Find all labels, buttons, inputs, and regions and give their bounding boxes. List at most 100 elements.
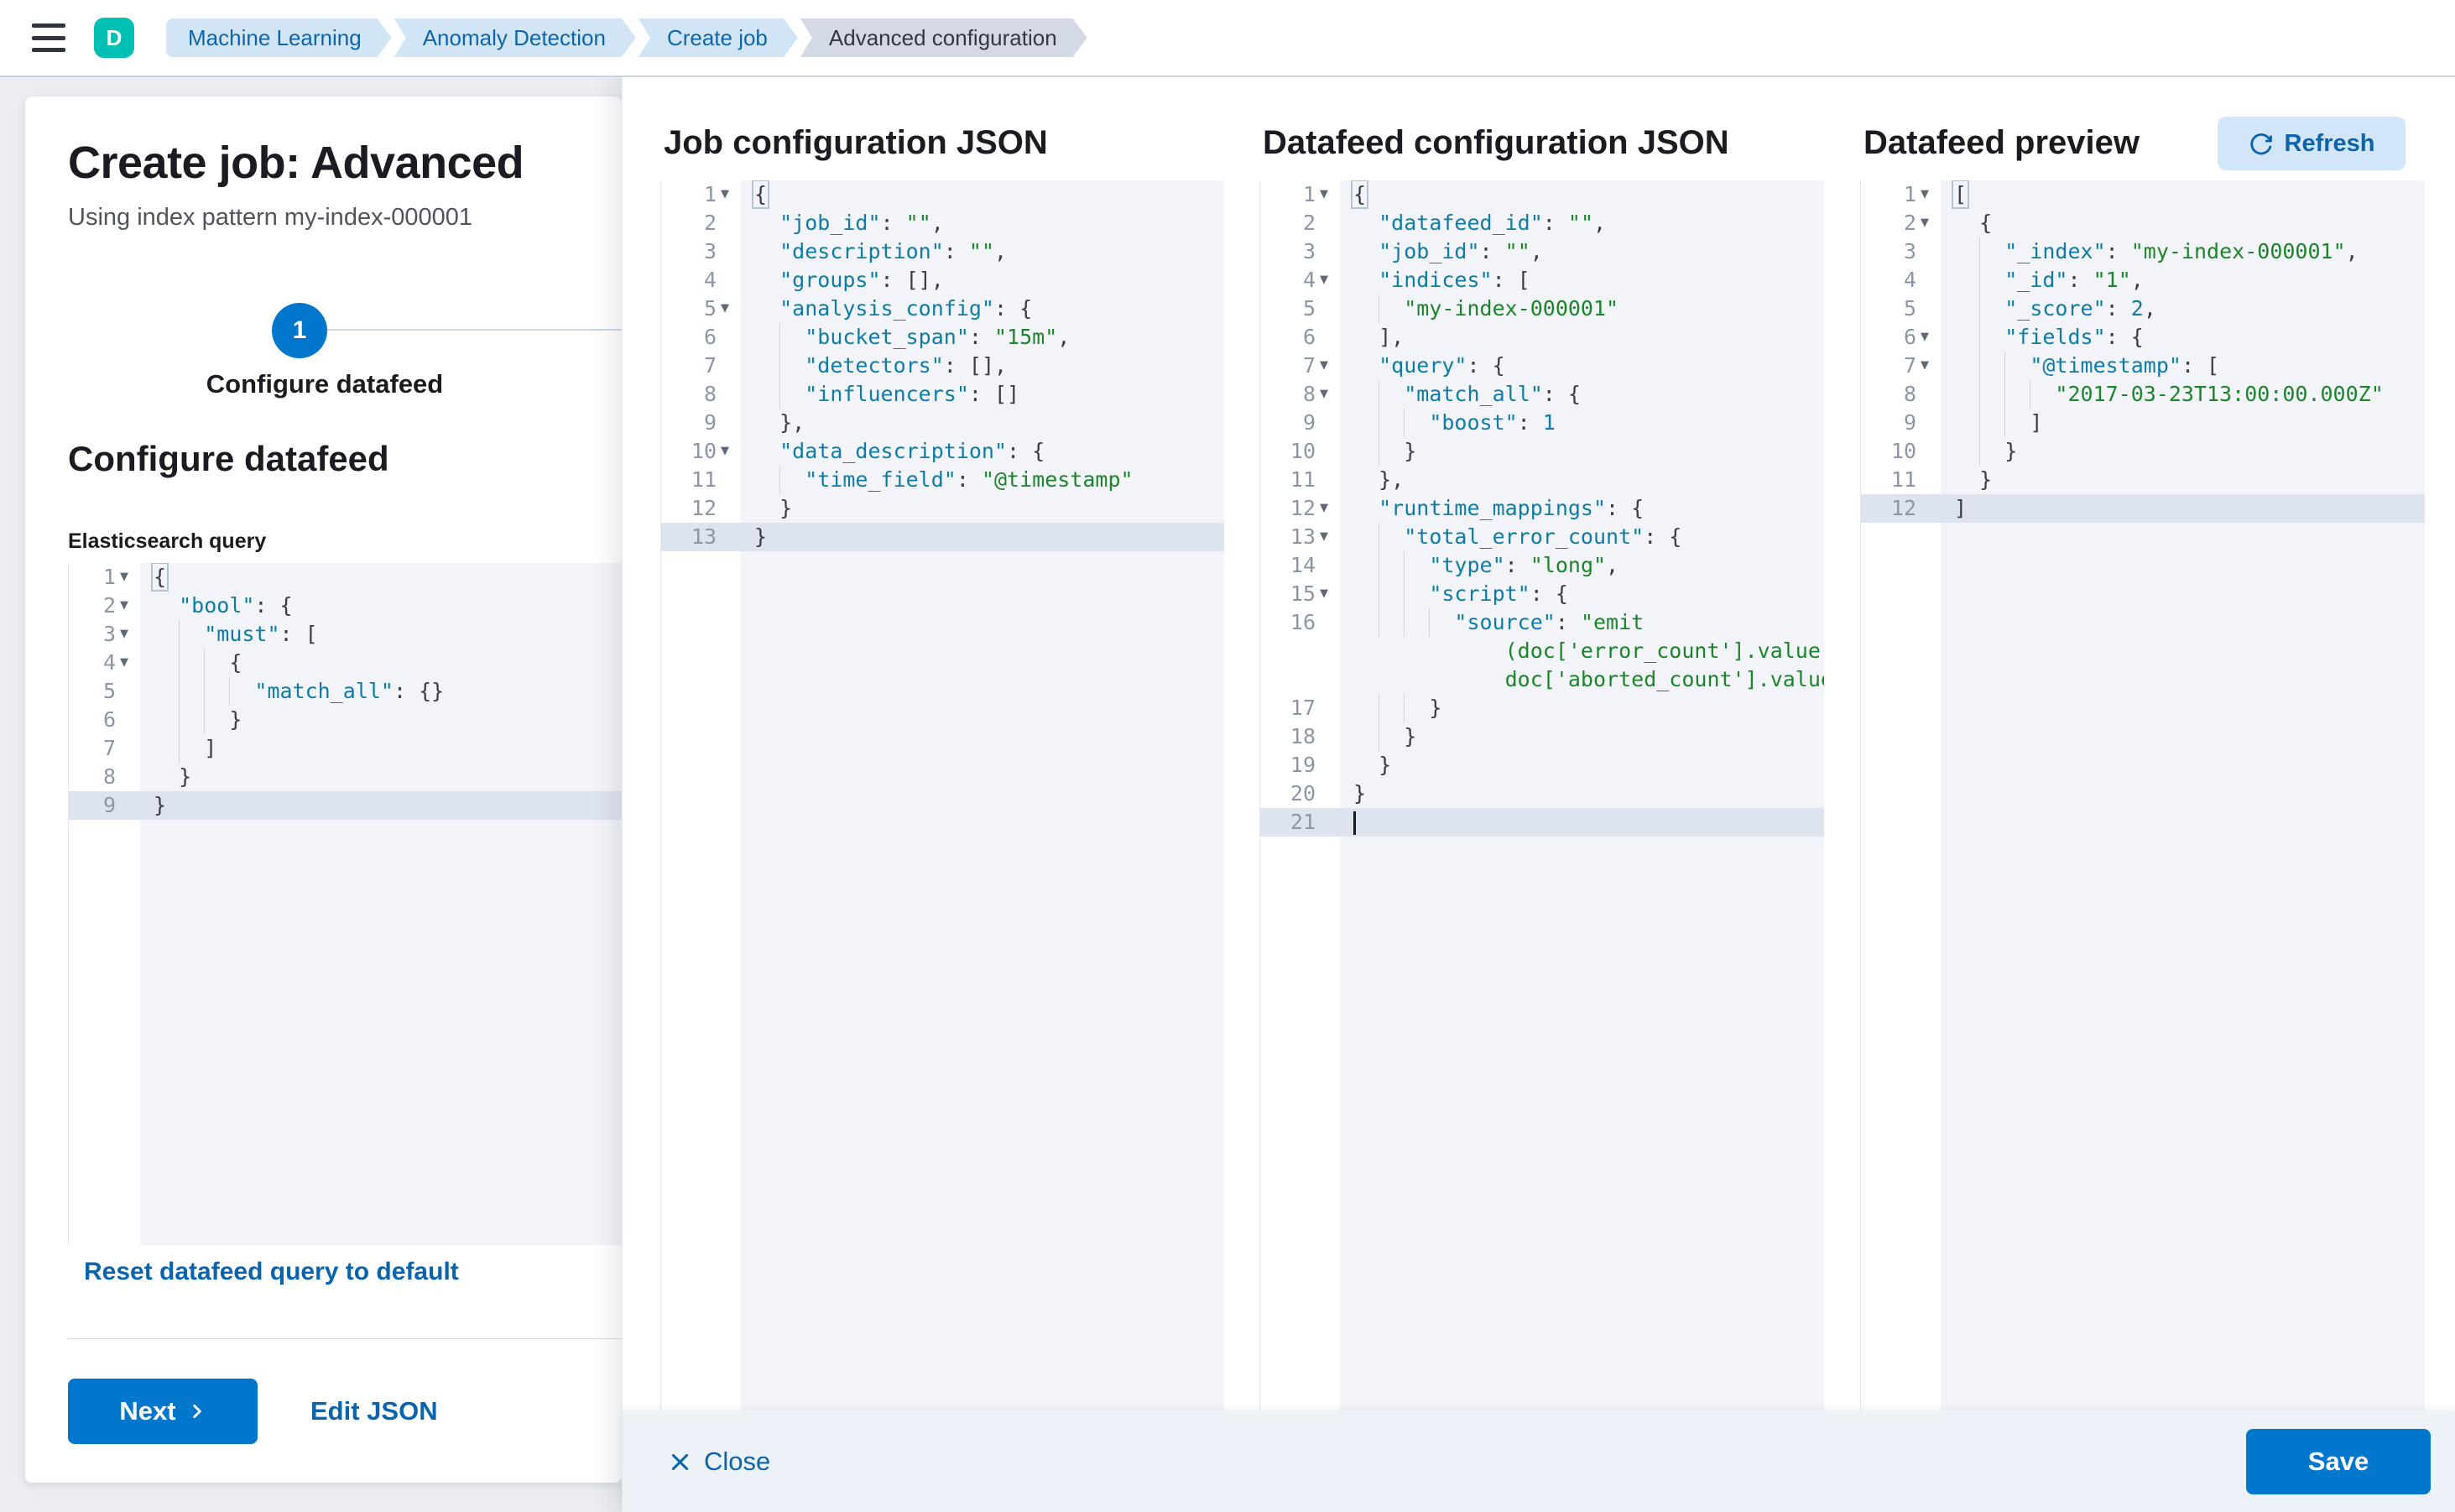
job-config-heading: Job configuration JSON bbox=[664, 124, 1048, 161]
fold-arrow-icon[interactable]: ▼ bbox=[120, 628, 128, 640]
refresh-icon bbox=[2249, 131, 2274, 156]
code-line: 14 "type": "long", bbox=[1260, 551, 1824, 580]
code-line: 2 "datafeed_id": "", bbox=[1302, 211, 1607, 235]
code-line: 16 "source": "emit bbox=[1260, 608, 1824, 637]
code-line: 3 "description": "", bbox=[703, 239, 1008, 263]
code-line: 6 "bucket_span": "15m", bbox=[661, 323, 1224, 352]
chevron-right-icon bbox=[188, 1402, 206, 1421]
code-line: 2▼ { bbox=[1861, 209, 2425, 237]
step-progress-line bbox=[327, 329, 622, 331]
fold-arrow-icon[interactable]: ▼ bbox=[1320, 502, 1328, 514]
code-line: doc['aborted_count'].value)" bbox=[1504, 667, 1824, 691]
fold-arrow-icon[interactable]: ▼ bbox=[721, 188, 729, 201]
code-line: 6▼ "fields": { bbox=[1861, 323, 2425, 352]
code-line: 5 "_score": 2, bbox=[1861, 295, 2425, 323]
code-line: 15▼ "script": { bbox=[1260, 580, 1824, 608]
fold-arrow-icon[interactable]: ▼ bbox=[1921, 359, 1929, 372]
code-line: 5 "match_all": {} bbox=[69, 677, 623, 706]
edit-json-flyout: Job configuration JSON Datafeed configur… bbox=[622, 77, 2455, 1512]
divider bbox=[68, 1338, 622, 1339]
code-line: 20} bbox=[1290, 781, 1367, 806]
page-subtitle: Using index pattern my-index-000001 bbox=[68, 204, 472, 231]
wizard-panel: Create job: Advanced Using index pattern… bbox=[25, 96, 623, 1483]
code-line: 10 } bbox=[1260, 437, 1824, 466]
fold-arrow-icon[interactable]: ▼ bbox=[1921, 216, 1929, 229]
fold-arrow-icon[interactable]: ▼ bbox=[120, 571, 128, 583]
code-line: 9 ] bbox=[1861, 409, 2425, 437]
avatar[interactable]: D bbox=[94, 18, 134, 58]
datafeed-preview-editor[interactable]: 1▼[2▼ {3 "_index": "my-index-000001",4 "… bbox=[1860, 180, 2425, 1410]
code-line: 7 ] bbox=[69, 734, 623, 763]
flyout-footer: Close Save bbox=[623, 1411, 2455, 1512]
close-button[interactable]: Close bbox=[664, 1411, 775, 1512]
code-line: 8 "influencers": [] bbox=[661, 380, 1224, 409]
breadcrumb-item-machine-learning[interactable]: Machine Learning bbox=[166, 18, 392, 57]
code-line: 10 } bbox=[1861, 437, 2425, 466]
breadcrumb-item-create-job[interactable]: Create job bbox=[639, 18, 798, 57]
fold-arrow-icon[interactable]: ▼ bbox=[1320, 587, 1328, 600]
step-1-indicator[interactable]: 1 bbox=[272, 303, 327, 358]
fold-arrow-icon[interactable]: ▼ bbox=[1320, 188, 1328, 201]
code-line: 11 }, bbox=[1290, 467, 1405, 492]
page-title: Create job: Advanced bbox=[68, 138, 524, 188]
code-line: 1▼{ bbox=[69, 563, 623, 592]
code-line: 4▼ { bbox=[69, 649, 623, 677]
code-line: 9} bbox=[69, 791, 623, 820]
next-button[interactable]: Next bbox=[68, 1379, 258, 1444]
save-button[interactable]: Save bbox=[2246, 1429, 2431, 1494]
fold-arrow-icon[interactable]: ▼ bbox=[1320, 359, 1328, 372]
code-line: 12▼ "runtime_mappings": { bbox=[1260, 494, 1824, 523]
es-query-editor[interactable]: 1▼{2▼ "bool": {3▼ "must": [4▼ {5 "match_… bbox=[68, 563, 623, 1245]
fold-arrow-icon[interactable]: ▼ bbox=[1320, 530, 1328, 543]
code-line: 8 "2017-03-23T13:00:00.000Z" bbox=[1861, 380, 2425, 409]
code-line: 13} bbox=[661, 523, 1224, 551]
code-line: (doc['error_count'].value + bbox=[1504, 639, 1824, 663]
code-line: 3▼ "must": [ bbox=[69, 620, 623, 649]
breadcrumb-item-anomaly-detection[interactable]: Anomaly Detection bbox=[394, 18, 636, 57]
code-line: 9 }, bbox=[703, 410, 805, 435]
code-line: 6 } bbox=[69, 706, 623, 734]
breadcrumb-item-advanced-configuration: Advanced configuration bbox=[800, 18, 1087, 57]
section-heading: Configure datafeed bbox=[68, 439, 389, 478]
close-icon bbox=[669, 1451, 691, 1473]
code-line: 18 } bbox=[1260, 722, 1824, 751]
code-line: 2 "job_id": "", bbox=[703, 211, 944, 235]
code-line: 7 "detectors": [], bbox=[661, 352, 1224, 380]
code-line: 3 "_index": "my-index-000001", bbox=[1861, 237, 2425, 266]
code-line: 17 } bbox=[1260, 694, 1824, 722]
fold-arrow-icon[interactable]: ▼ bbox=[721, 302, 729, 315]
edit-json-link[interactable]: Edit JSON bbox=[310, 1396, 438, 1426]
menu-icon[interactable] bbox=[32, 23, 65, 52]
elasticsearch-query-label: Elasticsearch query bbox=[68, 529, 267, 553]
code-line: 7▼ "@timestamp": [ bbox=[1861, 352, 2425, 380]
code-line: 9 "boost": 1 bbox=[1260, 409, 1824, 437]
refresh-button[interactable]: Refresh bbox=[2218, 117, 2405, 170]
code-line: 12 } bbox=[691, 496, 793, 520]
code-line: 4▼ "indices": [ bbox=[1260, 266, 1824, 295]
code-line: 6 ], bbox=[1302, 325, 1405, 349]
job-config-editor[interactable]: 1▼{2 "job_id": "",3 "description": "",4 … bbox=[660, 180, 1224, 1410]
reset-datafeed-query-link[interactable]: Reset datafeed query to default bbox=[84, 1258, 459, 1285]
code-line: 11 } bbox=[1890, 467, 1993, 492]
code-line: 5▼ "analysis_config": { bbox=[661, 295, 1224, 323]
code-line: 2▼ "bool": { bbox=[69, 592, 623, 620]
code-line: 3 "job_id": "", bbox=[1302, 239, 1543, 263]
fold-arrow-icon[interactable]: ▼ bbox=[120, 599, 128, 612]
datafeed-config-editor[interactable]: 1▼{2 "datafeed_id": "", 3 "job_id": "", 4▼… bbox=[1259, 180, 1824, 1410]
code-line: 13▼ "total_error_count": { bbox=[1260, 523, 1824, 551]
fold-arrow-icon[interactable]: ▼ bbox=[1921, 188, 1929, 201]
code-line: 8 } bbox=[102, 764, 192, 789]
fold-arrow-icon[interactable]: ▼ bbox=[120, 656, 128, 669]
fold-arrow-icon[interactable]: ▼ bbox=[721, 445, 729, 457]
code-line: 1▼{ bbox=[661, 180, 1224, 209]
datafeed-config-heading: Datafeed configuration JSON bbox=[1263, 124, 1729, 161]
code-line: 5 "my-index-000001" bbox=[1260, 295, 1824, 323]
code-line: 7▼ "query": { bbox=[1260, 352, 1824, 380]
code-line: 1▼{ bbox=[1260, 180, 1824, 209]
fold-arrow-icon[interactable]: ▼ bbox=[1320, 274, 1328, 286]
fold-arrow-icon[interactable]: ▼ bbox=[1320, 388, 1328, 400]
code-line: 11 "time_field": "@timestamp" bbox=[661, 466, 1224, 494]
fold-arrow-icon[interactable]: ▼ bbox=[1921, 331, 1929, 343]
